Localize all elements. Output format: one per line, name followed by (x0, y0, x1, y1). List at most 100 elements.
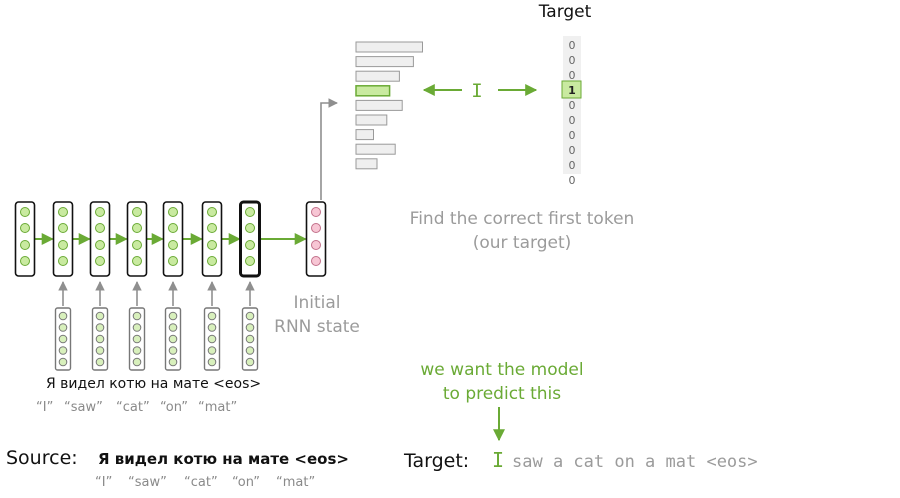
target-column-background (563, 36, 581, 174)
decoder-neuron (311, 256, 321, 266)
target-digit: 0 (569, 159, 576, 172)
gloss-word: “on” (232, 475, 260, 490)
encoder-neuron (95, 207, 105, 217)
bottom-target-rest: saw a cat on a mat <eos> (512, 452, 758, 472)
encoder-neuron (168, 207, 178, 217)
embedding-neuron (132, 334, 142, 344)
gloss-word: “I” (95, 475, 112, 490)
distribution-bar (355, 56, 414, 68)
output-distribution (355, 41, 423, 170)
decoder-to-output-arrow (320, 98, 338, 200)
embedding-neuron (132, 323, 142, 332)
encoder-neuron (20, 207, 30, 217)
gloss-word: “cat” (116, 400, 150, 415)
target-digit: 0 (569, 114, 576, 127)
bottom-target-label: Target: (403, 450, 469, 472)
target-digit: 0 (569, 39, 576, 52)
encoder-neuron (95, 240, 105, 250)
embedding-neuron (95, 323, 105, 332)
target-column-header: Target (538, 2, 592, 22)
encoder-final-state (239, 200, 261, 278)
source-gloss: “I”“saw”“cat”“on”“mat” (36, 400, 237, 415)
gloss-word: “mat” (198, 400, 237, 415)
distribution-bar (355, 99, 403, 111)
encoder-neuron (168, 256, 178, 266)
gloss-word: “on” (160, 400, 188, 415)
encoder-neuron (245, 207, 255, 217)
encoder-neuron (132, 207, 142, 217)
embedding-neuron (207, 346, 217, 355)
encoder-neuron (58, 207, 68, 217)
encoder-neuron (20, 256, 30, 266)
encoder-neuron (245, 256, 255, 266)
embedding-neuron (58, 311, 68, 321)
encoder-state (162, 201, 184, 277)
encoder-neuron (245, 223, 255, 233)
distribution-bar (355, 70, 400, 82)
target-digit: 0 (569, 129, 576, 142)
distribution-bar (355, 129, 374, 141)
target-one-hot-vector: 0 0 0 1 0 0 0 0 0 0 (561, 39, 582, 187)
decoder-neuron (311, 207, 321, 217)
encoder-state (89, 201, 111, 277)
target-digit: 0 (569, 69, 576, 82)
encoder-neuron (168, 223, 178, 233)
encoder-state (52, 201, 74, 277)
embedding-neuron (95, 334, 105, 344)
bottom-source-sentence: Я видел котю на мате <eos> (98, 450, 349, 468)
embedding-neuron (95, 357, 105, 367)
embedding-neuron (245, 346, 255, 355)
encoder-neuron (95, 256, 105, 266)
embedding-neuron (245, 323, 255, 332)
encoder-neuron (95, 223, 105, 233)
embedding-neuron (245, 357, 255, 367)
bottom-source-label: Source: (6, 447, 78, 469)
target-digit: 1 (568, 84, 576, 97)
decoder-state (305, 201, 327, 277)
decoder-neuron (311, 223, 321, 233)
embedding-neuron (207, 311, 217, 321)
rnn-network (14, 200, 327, 371)
gloss-word: “saw” (128, 475, 167, 490)
gloss-word: “mat” (276, 475, 315, 490)
embedding-neuron (132, 311, 142, 321)
decoder-neuron (311, 240, 321, 250)
embedding-neuron (58, 323, 68, 332)
target-highlight-cell (561, 80, 582, 99)
distribution-bar-highlight (355, 85, 391, 97)
embedding-neuron (58, 357, 68, 367)
gloss-word: “I” (36, 400, 53, 415)
distribution-bar (355, 41, 423, 53)
encoder-state (201, 201, 223, 277)
encoder-neuron (207, 207, 217, 217)
source-sentence: Я видел котю на мате <eos> (46, 376, 261, 392)
target-digit: 0 (569, 54, 576, 67)
encoder-neuron (207, 223, 217, 233)
embedding-neuron (168, 334, 178, 344)
encoder-neuron (58, 240, 68, 250)
encoder-neuron (20, 223, 30, 233)
embedding-neuron (132, 357, 142, 367)
encoder-neuron (168, 240, 178, 250)
distribution-bar (355, 143, 396, 155)
encoder-neuron (132, 256, 142, 266)
embedding-neuron (95, 311, 105, 321)
target-digit: 0 (569, 144, 576, 157)
target-digit: 0 (569, 174, 576, 187)
embedding-neuron (168, 311, 178, 321)
encoder-state (14, 201, 36, 277)
embedding-neuron (95, 346, 105, 355)
predicted-token-label: I (471, 80, 482, 102)
embedding-neuron (207, 334, 217, 344)
encoder-neuron (207, 256, 217, 266)
embedding-neuron (58, 346, 68, 355)
encoder-neuron (20, 240, 30, 250)
target-digit: 0 (569, 99, 576, 112)
find-target-caption-line2: (our target) (473, 233, 572, 253)
embedding-neuron (168, 323, 178, 332)
embedding-neuron (207, 357, 217, 367)
bottom-target-first-token: I (492, 448, 504, 472)
embedding-neuron (245, 311, 255, 321)
want-note-line1: we want the model (420, 360, 583, 380)
